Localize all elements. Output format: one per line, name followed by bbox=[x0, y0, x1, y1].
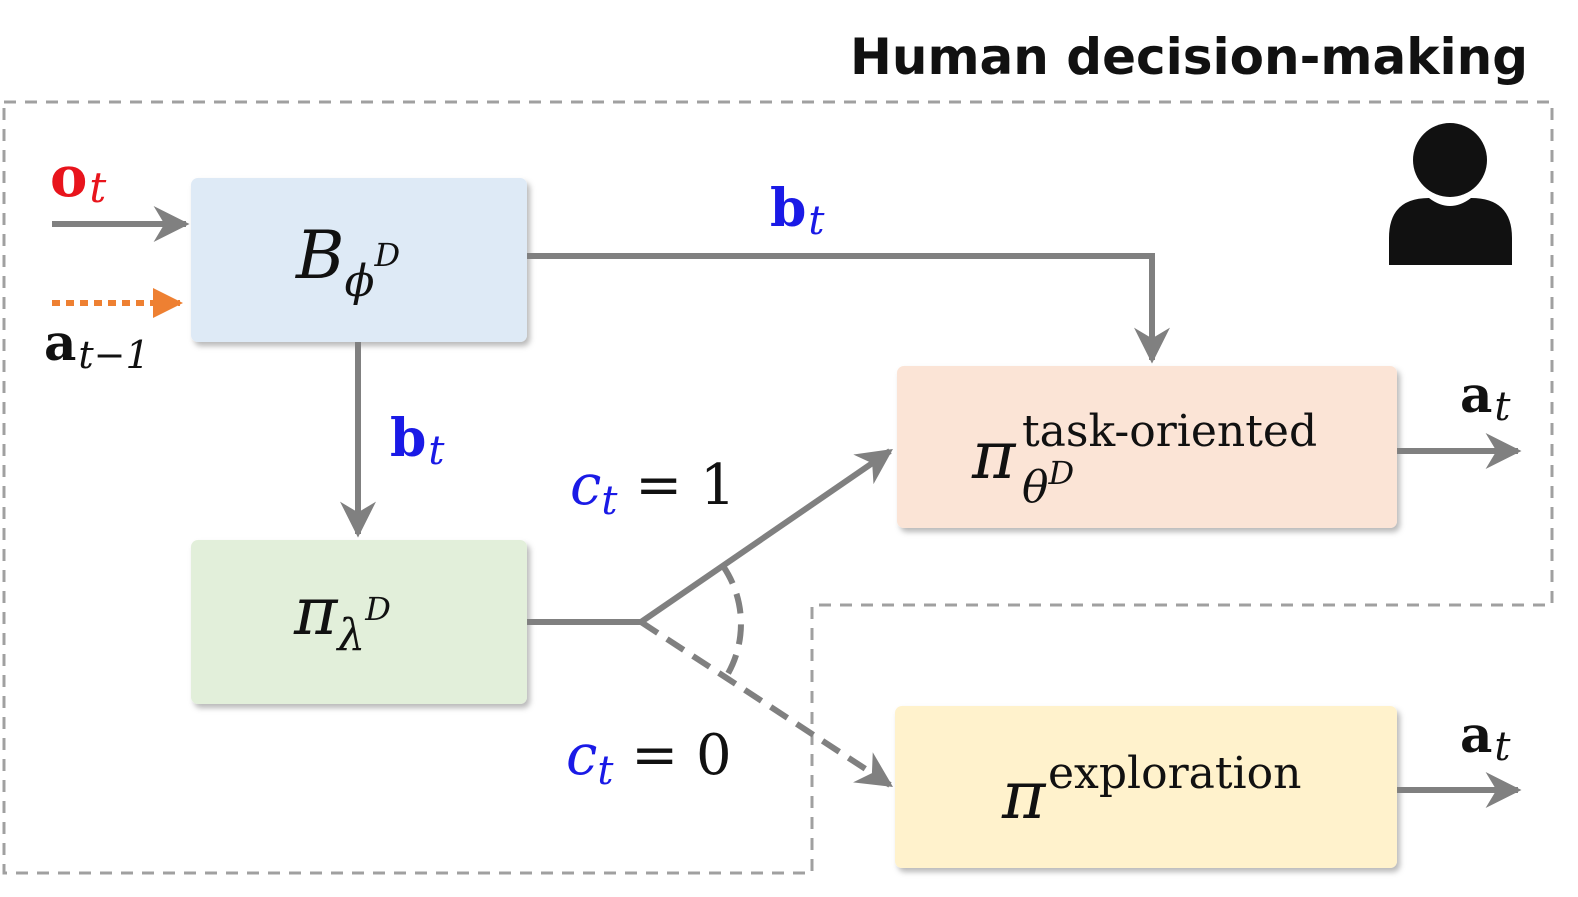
meta-policy-label: πλD bbox=[293, 573, 391, 661]
prev-action-label: at−1 bbox=[44, 313, 150, 377]
explore-policy-sup: exploration bbox=[1048, 748, 1301, 799]
belief-label: BϕD bbox=[295, 217, 400, 307]
explore-policy-symbol: π bbox=[1001, 757, 1047, 834]
choice-one-label: ct = 1 bbox=[570, 453, 736, 524]
explore-action-label: at bbox=[1460, 705, 1511, 770]
diagram-title: Human decision-making bbox=[850, 28, 1528, 86]
belief-box bbox=[191, 178, 527, 342]
choice-zero-label: ct = 0 bbox=[566, 723, 732, 794]
branch-to-task-arrow bbox=[639, 448, 893, 625]
branch-to-explore-arrow bbox=[639, 619, 894, 788]
obs-label: ot bbox=[50, 144, 106, 212]
belief-down-label: bt bbox=[390, 408, 445, 474]
task-policy-box bbox=[897, 366, 1397, 528]
meta-policy-box bbox=[191, 540, 527, 704]
task-policy-sup: task-oriented bbox=[1022, 406, 1317, 457]
task-policy-symbol: π bbox=[971, 417, 1017, 494]
belief-to-task-arrow bbox=[527, 253, 1170, 364]
person-icon bbox=[1389, 123, 1512, 265]
task-policy-sub: θD bbox=[1022, 454, 1074, 513]
choice-arc bbox=[720, 564, 744, 679]
belief-top-label: bt bbox=[770, 178, 825, 244]
human-region-border bbox=[2, 100, 1554, 875]
explore-policy-box bbox=[895, 706, 1397, 868]
task-action-label: at bbox=[1460, 365, 1511, 430]
